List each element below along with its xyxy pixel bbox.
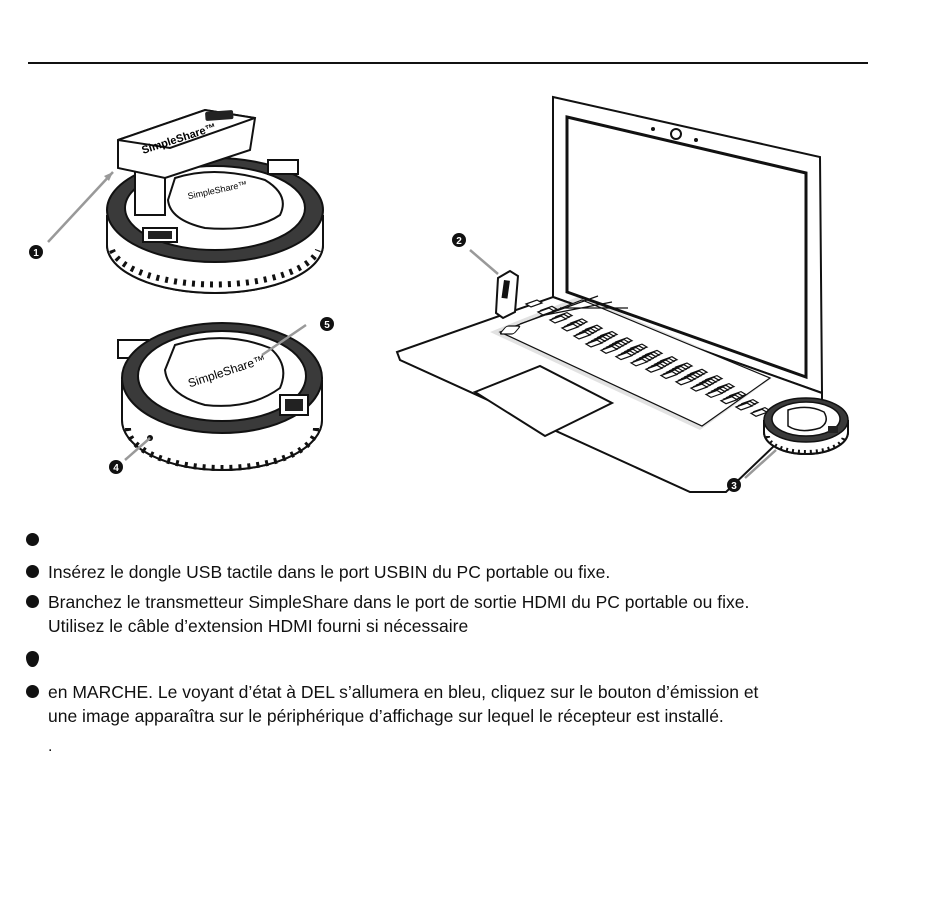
bullet-icon	[26, 595, 39, 608]
keyboard-key	[536, 307, 556, 316]
small-transmitter-illustration	[744, 397, 849, 479]
keyboard-key	[734, 402, 754, 411]
laptop-illustration	[395, 95, 824, 493]
callout-4: 4	[109, 460, 123, 474]
step-2-text: Insérez le dongle USB tactile dans le po…	[48, 562, 611, 582]
callout-5: 5	[320, 317, 334, 331]
transmitter-illustration: SimpleShare™	[117, 322, 323, 471]
keyboard-key	[719, 396, 739, 405]
bullet-icon	[26, 685, 39, 698]
step-2: Insérez le dongle USB tactile dans le po…	[24, 560, 924, 584]
callout-2-arrow	[469, 249, 499, 275]
keyboard-key	[614, 351, 634, 361]
step-5-text-line2: une image apparaîtra sur le périphérique…	[48, 706, 724, 726]
step-5: en MARCHE. Le voyant d’état à DEL s’allu…	[24, 680, 924, 728]
callout-4-arrow	[124, 437, 151, 461]
keyboard-key	[704, 389, 724, 399]
keyboard-key	[572, 331, 592, 340]
setup-illustration: SimpleShare™ SimpleShare™ 1 SimpleShare™…	[0, 70, 950, 510]
svg-text:3: 3	[731, 481, 737, 492]
keyboard-key	[659, 370, 679, 380]
step-4	[24, 648, 924, 674]
bullet-icon	[26, 565, 39, 578]
keyboard-key	[644, 364, 664, 373]
keyboard-key	[560, 323, 580, 332]
keyboard-key	[674, 377, 694, 386]
callout-3-arrow	[744, 449, 777, 479]
callout-5-arrow	[261, 323, 307, 357]
callout-2: 2	[452, 233, 466, 247]
keyboard-key	[524, 299, 544, 308]
header-rule	[28, 62, 868, 64]
step-3: Branchez le transmetteur SimpleShare dan…	[24, 590, 924, 638]
keyboard-key	[599, 345, 619, 354]
step-3-text: Branchez le transmetteur SimpleShare dan…	[48, 592, 750, 612]
instruction-list: Insérez le dongle USB tactile dans le po…	[24, 528, 924, 728]
keyboard-key	[689, 383, 709, 392]
callout-3: 3	[727, 478, 741, 492]
bullet-icon	[26, 651, 39, 667]
keyboard-key	[629, 358, 649, 367]
step-3-text-line2: Utilisez le câble d’extension HDMI fourn…	[48, 616, 469, 636]
svg-text:1: 1	[33, 248, 39, 259]
receiver-with-dongle-illustration: SimpleShare™ SimpleShare™	[47, 108, 324, 294]
keyboard-key	[548, 315, 568, 324]
keyboard-key	[584, 339, 604, 348]
bullet-icon	[26, 533, 39, 546]
svg-text:4: 4	[113, 463, 119, 474]
callout-1-arrow	[47, 171, 114, 243]
callout-1: 1	[29, 245, 43, 259]
svg-text:2: 2	[456, 236, 462, 247]
step-5-text: en MARCHE. Le voyant d’état à DEL s’allu…	[48, 682, 759, 702]
trailing-mark: .	[48, 738, 53, 755]
step-1	[24, 528, 924, 552]
svg-text:5: 5	[324, 320, 330, 331]
